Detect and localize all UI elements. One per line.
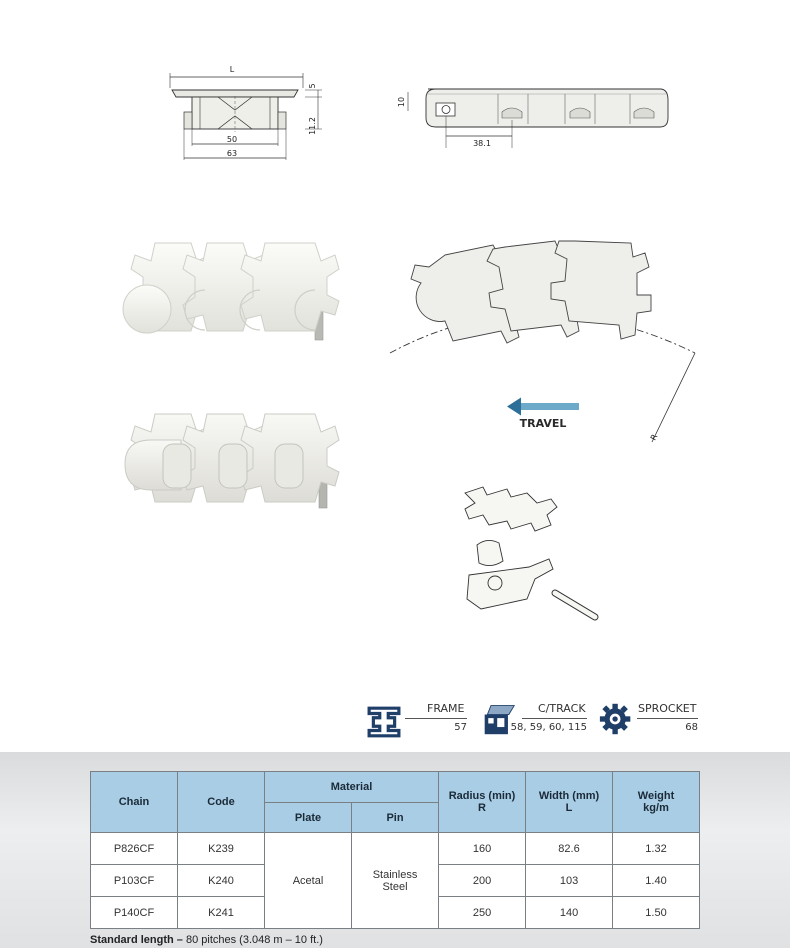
- ctrack-rule: [522, 718, 587, 719]
- sprocket-reference[interactable]: SPROCKET 68: [599, 698, 698, 738]
- exploded-link-drawing: [464, 486, 599, 621]
- chain-bottom-view-image: [124, 413, 340, 509]
- conveyor-track-icon: [484, 705, 516, 735]
- header-code: Code: [177, 771, 265, 833]
- table-row: P826CF K239 Acetal Stainless Steel 160 8…: [90, 832, 701, 929]
- table-row: P140CF K241 250 140 1.50: [90, 896, 701, 929]
- dim-10-label: 10: [397, 97, 406, 107]
- radius-label: R: [649, 432, 660, 442]
- ctrack-value: 58, 59, 60, 115: [510, 722, 587, 733]
- cell-chain: P140CF: [90, 896, 178, 929]
- standard-length-label: Standard length –: [90, 934, 183, 946]
- cell-width: 103: [525, 864, 614, 897]
- header-radius-line1: Radius (min): [448, 790, 516, 802]
- sprocket-rule: [637, 718, 698, 719]
- cell-code: K239: [177, 832, 265, 865]
- frame-value: 57: [454, 722, 467, 733]
- frame-reference[interactable]: FRAME 57: [367, 698, 467, 738]
- header-radius-line2: R: [478, 802, 486, 814]
- sprocket-value: 68: [685, 722, 698, 733]
- header-width-line2: L: [565, 802, 573, 814]
- header-radius: Radius (min) R: [438, 771, 527, 833]
- cell-radius: 250: [438, 896, 527, 929]
- standard-length-value: 80 pitches (3.048 m – 10 ft.): [182, 934, 323, 946]
- cell-radius: 160: [438, 832, 527, 865]
- cell-weight: 1.32: [612, 832, 701, 865]
- sprocket-icon: [599, 703, 631, 735]
- cell-width: 82.6: [525, 832, 614, 865]
- dim-63-label: 63: [227, 149, 237, 158]
- travel-label: TRAVEL: [520, 417, 567, 430]
- chain-curve-diagram: R TRAVEL: [389, 240, 696, 443]
- specification-table: Chain Code Material Radius (min) R Width…: [90, 771, 701, 929]
- cell-weight: 1.50: [612, 896, 701, 929]
- table-row: P103CF K240 200 103 1.40: [90, 864, 701, 897]
- dim-5-label: 5: [308, 83, 317, 88]
- end-view-drawing: L 5 11.2 50 63: [169, 65, 322, 160]
- header-width-line1: Width (mm): [538, 790, 600, 802]
- ctrack-label: C/TRACK: [538, 702, 586, 715]
- cell-width: 140: [525, 896, 614, 929]
- side-view-drawing: 10 38.1: [397, 88, 669, 148]
- sprocket-label: SPROCKET: [638, 702, 697, 715]
- header-chain: Chain: [90, 771, 178, 833]
- dim-l-label: L: [230, 65, 235, 74]
- header-weight-line1: Weight: [637, 790, 675, 802]
- header-pin: Pin: [350, 802, 440, 833]
- frame-rule: [405, 718, 467, 719]
- cell-pin-line2: Steel: [382, 880, 408, 893]
- dim-11-2-label: 11.2: [308, 117, 317, 135]
- header-plate: Plate: [264, 802, 352, 833]
- dim-50-label: 50: [227, 135, 237, 144]
- header-material: Material: [263, 771, 440, 803]
- frame-icon: [367, 706, 401, 738]
- standard-length-note: Standard length – 80 pitches (3.048 m – …: [90, 934, 323, 946]
- cell-plate-material: Acetal: [264, 832, 352, 929]
- cell-pin-line1: Stainless: [372, 868, 418, 881]
- header-weight-line2: kg/m: [643, 802, 669, 814]
- cell-radius: 200: [438, 864, 527, 897]
- header-width: Width (mm) L: [525, 771, 614, 833]
- travel-arrow-icon: [507, 397, 579, 416]
- cell-weight: 1.40: [612, 864, 701, 897]
- cell-chain: P103CF: [90, 864, 178, 897]
- chain-top-view-image: [122, 242, 340, 341]
- header-weight: Weight kg/m: [612, 771, 701, 833]
- frame-label: FRAME: [427, 702, 465, 715]
- conveyor-track-reference[interactable]: C/TRACK 58, 59, 60, 115: [482, 698, 587, 738]
- cell-pin-material: Stainless Steel: [350, 832, 440, 929]
- dim-38-1-label: 38.1: [473, 139, 491, 148]
- cell-code: K241: [177, 896, 265, 929]
- cell-code: K240: [177, 864, 265, 897]
- cell-chain: P826CF: [90, 832, 178, 865]
